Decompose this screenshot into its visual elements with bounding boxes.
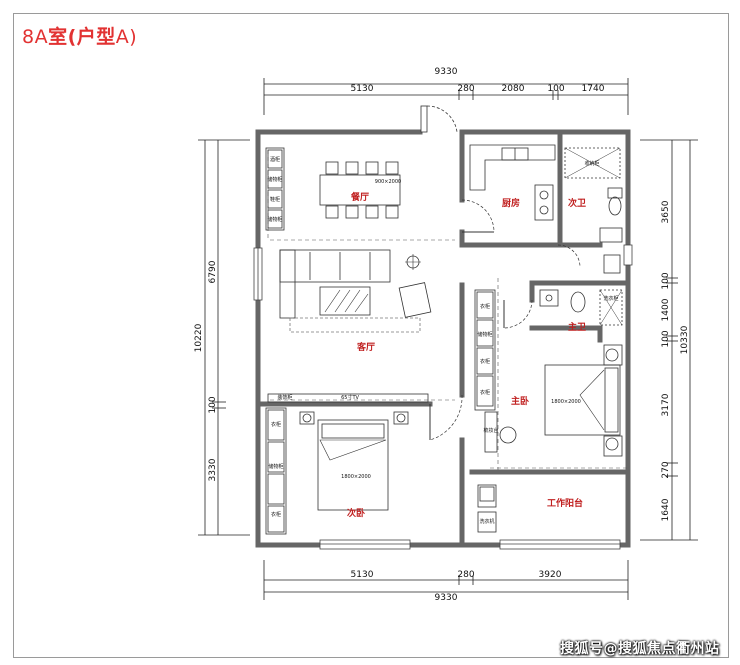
label-wine: 酒柜 <box>270 156 280 163</box>
label-shelf-a: 收纳柜 <box>584 160 599 167</box>
coffee-table <box>319 286 371 316</box>
drawing-frame <box>13 13 729 658</box>
label-wardrobe-4: 衣柜 <box>480 358 490 365</box>
label-tv-cabinet: 装饰柜 <box>277 394 292 401</box>
label-master-bed: 1800×2000 <box>551 399 581 405</box>
dim-top-3: 2080 <box>502 84 525 94</box>
room-dining: 餐厅 <box>350 191 369 203</box>
label-wardrobe-2: 衣柜 <box>271 511 281 518</box>
dim-bottom-1: 5130 <box>351 570 374 580</box>
dim-top-2: 280 <box>457 84 474 94</box>
second-bedroom-wardrobes <box>265 407 287 535</box>
master-wardrobes <box>474 289 517 453</box>
label-storage-4: 储物柜 <box>477 331 492 338</box>
room-labels: 餐厅 厨房 次卫 主卫 客厅 主卧 次卧 工作阳台 <box>347 191 586 519</box>
dim-right-6: 270 <box>661 461 671 478</box>
dim-right-3: 1400 <box>661 298 671 321</box>
living-rug <box>289 317 421 333</box>
title-suffix: A) <box>115 26 138 48</box>
room-master-bedroom: 主卧 <box>511 395 529 407</box>
dim-right-total: 10330 <box>680 325 690 354</box>
dim-right-5: 3170 <box>661 393 671 416</box>
armchair <box>398 282 432 318</box>
label-second-bed: 1800×2000 <box>341 474 371 480</box>
label-wardrobe-1: 衣柜 <box>271 421 281 428</box>
door-swings <box>429 199 581 441</box>
dining-cabinets <box>265 147 285 231</box>
room-work-balcony: 工作阳台 <box>547 497 583 509</box>
dim-bottom-total: 9330 <box>435 593 458 603</box>
dim-left-total: 10220 <box>194 323 204 352</box>
dim-left-1: 6790 <box>208 260 218 283</box>
room-kitchen: 厨房 <box>502 197 520 209</box>
label-tv: 65寸TV <box>341 394 359 401</box>
sofa <box>279 249 391 319</box>
label-washer: 洗衣机 <box>479 518 494 525</box>
dimension-lines <box>198 78 698 600</box>
tv-cabinet-shape <box>267 393 429 403</box>
entrance-door <box>420 105 458 133</box>
label-storage-2: 储物柜 <box>267 176 282 183</box>
walls <box>255 129 631 548</box>
dining-table <box>319 161 401 219</box>
label-wardrobe-3: 衣柜 <box>480 303 490 310</box>
dimension-labels: 9330 5130 280 2080 100 1740 5130 280 392… <box>194 67 690 603</box>
second-bed <box>299 411 409 511</box>
room-living: 客厅 <box>356 341 375 353</box>
furniture-labels: 900×2000 65寸TV 装饰柜 1800×2000 1800×2000 衣… <box>267 156 618 525</box>
second-bath-fixtures <box>564 147 623 243</box>
dim-bottom-3: 3920 <box>539 570 562 580</box>
label-wardrobe-5: 衣柜 <box>480 389 490 396</box>
dim-right-1: 3650 <box>661 200 671 223</box>
windows <box>253 244 633 550</box>
dim-left-3: 3330 <box>208 458 218 481</box>
plan-title: 8A室(户型A) <box>22 22 137 49</box>
room-second-bath: 次卫 <box>568 197 586 209</box>
kitchen-counters <box>469 144 556 221</box>
title-prefix: 8A <box>22 26 49 48</box>
dim-bottom-2: 280 <box>457 570 474 580</box>
title-room: 室(户型 <box>48 26 116 48</box>
master-bath-fixtures <box>539 254 623 326</box>
dim-right-2: 100 <box>661 272 671 289</box>
room-second-bedroom: 次卧 <box>347 507 365 519</box>
label-dining-table: 900×2000 <box>375 179 401 185</box>
master-bed <box>544 344 623 457</box>
door-leaves <box>429 231 505 440</box>
dim-right-4: 100 <box>661 330 671 347</box>
label-storage-1: 储物柜 <box>268 463 283 470</box>
balcony-fixtures <box>477 484 497 533</box>
dim-top-1: 5130 <box>351 84 374 94</box>
label-storage-3: 储物柜 <box>267 216 282 223</box>
label-shelf-b: 洗衣柜 <box>603 295 618 302</box>
dim-top-4: 100 <box>547 84 564 94</box>
dim-right-7: 1640 <box>661 498 671 521</box>
dim-top-5: 1740 <box>582 84 605 94</box>
label-shoe: 鞋柜 <box>270 196 280 203</box>
label-vanity: 梳妆台 <box>483 427 498 434</box>
room-master-bath: 主卫 <box>568 321 586 333</box>
dim-top-total: 9330 <box>435 67 458 77</box>
watermark: 搜狐号@搜狐焦点衢州站 <box>560 641 720 657</box>
dim-left-2: 100 <box>208 396 218 413</box>
